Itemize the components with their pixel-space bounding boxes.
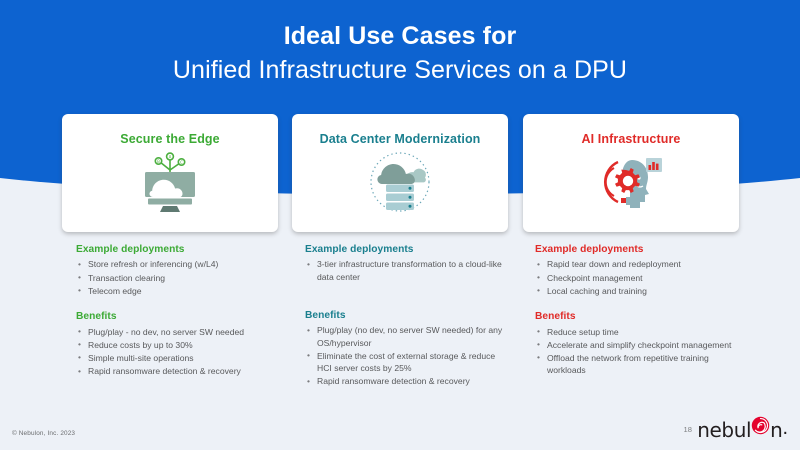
list-item: Offload the network from repetitive trai… [535, 351, 740, 376]
list-item: Accelerate and simplify checkpoint manag… [535, 338, 740, 351]
deployments-list: 3-tier infrastructure transformation to … [305, 258, 510, 282]
benefits-heading: Benefits [76, 311, 117, 323]
card-data-center-modernization[interactable]: Data Center Modernization [292, 114, 508, 232]
benefits-heading: Benefits [305, 309, 346, 321]
deployments-heading: Example deployments [76, 244, 185, 255]
deployments-list: Store refresh or inferencing (w/L4) Tran… [76, 258, 286, 297]
logo-text-before: nebul [697, 418, 752, 442]
ai-head-gear-icon [604, 158, 662, 208]
title-line-1: Ideal Use Cases for [283, 22, 517, 50]
page-number: 18 [683, 425, 692, 434]
list-item: Transaction clearing [76, 271, 286, 284]
list-item: Reduce costs by up to 30% [76, 338, 286, 351]
list-item: Local caching and training [535, 284, 740, 297]
list-item: Plug/play (no dev, no server SW needed) … [305, 324, 510, 348]
card-title: AI Infrastructure [581, 132, 681, 146]
title-line-2: Unified Infrastructure Services on a DPU [172, 55, 628, 84]
benefits-list: Plug/play (no dev, no server SW needed) … [305, 324, 510, 387]
column-data-center-modernization: Example deployments 3-tier infrastructur… [305, 243, 510, 388]
list-item: Plug/play - no dev, no server SW needed [76, 325, 286, 338]
datacenter-cloud-servers-icon [370, 152, 430, 212]
list-item: 3-tier infrastructure transformation to … [305, 258, 510, 282]
benefits-list: Reduce setup time Accelerate and simplif… [535, 325, 740, 377]
logo-period: . [782, 417, 788, 439]
card-title: Data Center Modernization [319, 132, 481, 146]
list-item: Checkpoint management [535, 271, 740, 284]
svg-text:B: B [157, 159, 160, 164]
list-item: Store refresh or inferencing (w/L4) [76, 258, 286, 270]
card-ai-infrastructure[interactable]: AI Infrastructure [523, 114, 739, 232]
svg-text:A: A [169, 155, 172, 160]
list-item: Simple multi-site operations [76, 351, 286, 364]
edge-monitor-cloud-icon: A B C [145, 152, 195, 212]
list-item: Telecom edge [76, 284, 286, 297]
list-item: Reduce setup time [535, 325, 740, 338]
list-item: Rapid ransomware detection & recovery [305, 375, 510, 387]
logo-swirl-icon [751, 416, 770, 440]
deployments-list: Rapid tear down and redeployment Checkpo… [535, 258, 740, 297]
logo-text-after: n [770, 418, 783, 442]
column-secure-the-edge: Example deployments Store refresh or inf… [76, 243, 286, 378]
benefits-list: Plug/play - no dev, no server SW needed … [76, 325, 286, 378]
list-item: Rapid tear down and redeployment [535, 258, 740, 270]
deployments-heading: Example deployments [305, 244, 414, 255]
list-item: Eliminate the cost of external storage &… [305, 349, 510, 374]
copyright-text: © Nebulon, Inc. 2023 [12, 430, 76, 437]
benefits-heading: Benefits [535, 311, 576, 323]
page-title: Ideal Use Cases for Unified Infrastructu… [0, 22, 800, 85]
deployments-heading: Example deployments [535, 244, 644, 255]
card-title: Secure the Edge [120, 132, 220, 146]
svg-text:C: C [180, 160, 183, 165]
list-item: Rapid ransomware detection & recovery [76, 365, 286, 377]
card-secure-the-edge[interactable]: Secure the Edge A B C [62, 114, 278, 232]
column-ai-infrastructure: Example deployments Rapid tear down and … [535, 243, 740, 377]
nebulon-logo: nebul n . [697, 416, 788, 442]
